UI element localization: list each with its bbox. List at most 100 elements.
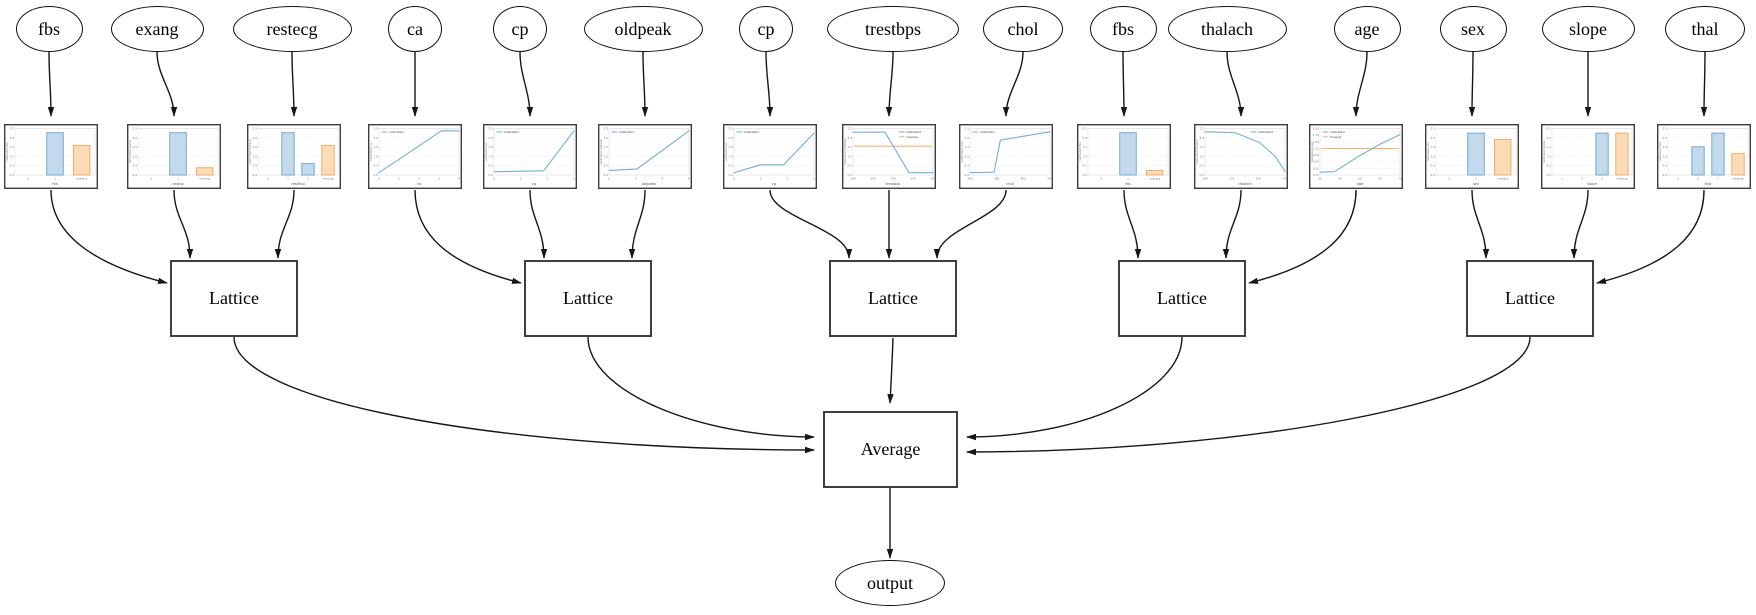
feature-node-exang-1: exang: [110, 6, 204, 52]
feature-node-fbs-0: fbs: [15, 6, 83, 52]
average-node: Average: [823, 411, 958, 488]
x-tick-label: 3: [573, 177, 575, 181]
y-tick-label: 2.0: [848, 136, 853, 140]
edge-feature-to-chart: [1002, 51, 1024, 117]
y-tick-label: 2.5: [1083, 127, 1088, 131]
y-tick-label: 1.5: [1663, 145, 1668, 149]
y-tick-label: 2.5: [374, 127, 379, 131]
plot-frame: [1204, 128, 1286, 176]
y-tick-label: 0.5: [253, 164, 258, 168]
y-axis-label: calibrated age: [1310, 142, 1314, 162]
y-tick-label: 2.0: [253, 136, 258, 140]
x-tick-label: 500: [1047, 177, 1053, 181]
lattice-label: Lattice: [209, 288, 259, 308]
y-tick-label: 0.0: [965, 173, 970, 177]
calibration-bar-blue: [1595, 132, 1609, 176]
lattice-label: Lattice: [563, 288, 613, 308]
calibration-line: [608, 130, 690, 171]
y-tick-label: 0.5: [729, 164, 734, 168]
x-tick-label: 4: [458, 177, 460, 181]
y-tick-label: 0.5: [965, 164, 970, 168]
x-tick-label: 0: [608, 177, 610, 181]
lattice-label: Lattice: [1505, 288, 1555, 308]
y-tick-label: 0.25: [1313, 173, 1319, 177]
calibration-bar-blue: [301, 163, 315, 176]
x-tick-label: 125: [870, 177, 876, 181]
x-tick-label: missing: [1617, 177, 1628, 181]
x-tick-label: 175: [1282, 177, 1288, 181]
x-tick-label: 3: [813, 177, 815, 181]
y-tick-label: 0.0: [253, 173, 258, 177]
x-tick-label: 2: [418, 177, 420, 181]
x-tick-label: 2: [307, 177, 309, 181]
x-tick-label: 2: [546, 177, 548, 181]
y-tick-label: 0.0: [10, 173, 15, 177]
x-tick-label: 40: [1338, 177, 1342, 181]
y-tick-label: 0.75: [1313, 160, 1319, 164]
x-tick-label: 1: [520, 177, 522, 181]
feature-label: exang: [135, 18, 179, 39]
legend-label: calibrated: [504, 130, 519, 134]
x-tick-label: missing: [1733, 177, 1744, 181]
y-tick-label: 1.0: [1663, 154, 1668, 158]
x-axis-label: oldpeak: [642, 182, 657, 186]
plot-frame: [608, 128, 690, 176]
y-axis-label: calibrated exang: [128, 140, 132, 164]
y-axis-label: calibrated oldpeak: [599, 139, 603, 165]
y-tick-label: 1.0: [965, 154, 970, 158]
calibration-line: [378, 130, 460, 174]
x-axis-label: fbs: [1125, 182, 1131, 186]
x-tick-label: missing: [199, 177, 210, 181]
y-tick-label: 0.5: [10, 164, 15, 168]
y-tick-label: 2.0: [489, 136, 494, 140]
edge-lattice-to-average: [966, 336, 1183, 441]
feature-node-thal-14: thal: [1665, 6, 1745, 52]
y-tick-label: 0.5: [1200, 164, 1205, 168]
feature-label: ca: [407, 18, 423, 39]
feature-label: thal: [1691, 18, 1719, 39]
y-tick-label: 0.0: [489, 173, 494, 177]
y-axis-label: calibrated trestbps: [843, 138, 847, 165]
legend-label: calibrated: [1330, 130, 1345, 134]
plot-frame: [733, 128, 815, 176]
y-tick-label: 0.0: [848, 173, 853, 177]
edge-lattice-to-average: [966, 336, 1531, 456]
feature-node-ca-3: ca: [388, 6, 442, 52]
y-tick-label: 2.0: [1431, 136, 1436, 140]
y-tick-label: 1.5: [10, 145, 15, 149]
x-tick-label: 150: [890, 177, 896, 181]
legend-label: calibrated: [906, 130, 921, 134]
y-tick-label: 1.5: [1431, 145, 1436, 149]
y-tick-label: 0.5: [489, 164, 494, 168]
plot-frame: [378, 128, 460, 176]
y-tick-label: 0.5: [133, 164, 138, 168]
y-tick-label: 2.0: [1663, 136, 1668, 140]
legend-label: missing: [906, 135, 918, 139]
y-tick-label: 0.0: [1200, 173, 1205, 177]
y-tick-label: 2.5: [604, 127, 609, 131]
x-axis-label: thalach: [1238, 182, 1251, 186]
edge-feature-to-chart: [1352, 51, 1368, 117]
y-tick-label: 0.0: [729, 173, 734, 177]
feature-label: slope: [1569, 18, 1607, 39]
edge-feature-to-chart: [1226, 51, 1245, 117]
calibration-bar-orange: [1615, 132, 1629, 176]
feature-node-sex-12: sex: [1439, 6, 1507, 52]
x-tick-label: 60: [1378, 177, 1382, 181]
x-tick-label: 200: [967, 177, 973, 181]
x-axis-label: cp: [772, 182, 777, 186]
y-tick-label: 2.5: [1200, 127, 1205, 131]
calibration-bar-blue: [1119, 132, 1137, 176]
legend-label: calibrated: [389, 130, 404, 134]
edge-lattice-to-average: [587, 336, 815, 441]
x-tick-label: 3: [438, 177, 440, 181]
y-tick-label: 1.5: [604, 145, 609, 149]
